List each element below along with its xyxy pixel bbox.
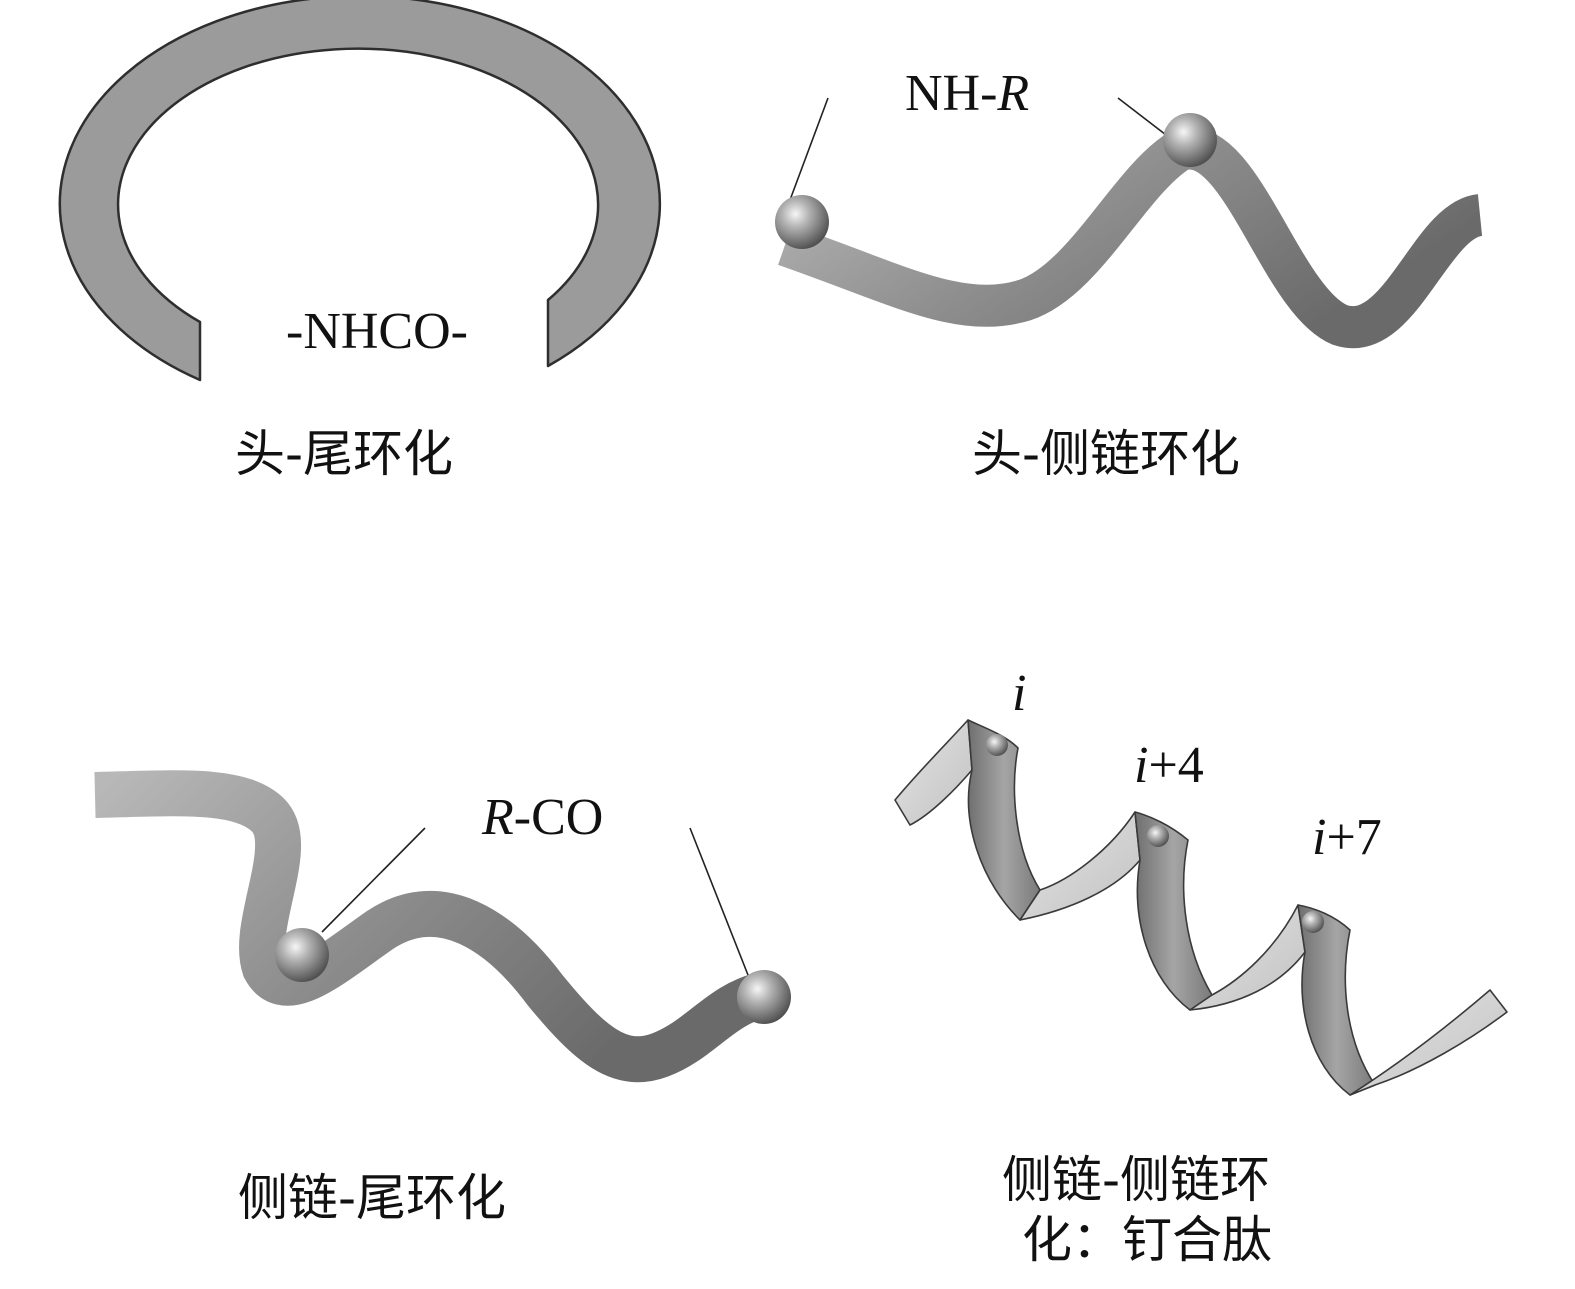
residue-ball <box>775 195 829 249</box>
label-i7-italic: i <box>1312 809 1327 866</box>
label-i7-suffix: +7 <box>1326 809 1382 866</box>
label-co-suffix: -CO <box>513 789 604 846</box>
caption-sidechain-tail: 侧链-尾环化 <box>238 1169 507 1227</box>
residue-ball-i4 <box>1147 825 1169 847</box>
residue-ball <box>275 928 329 982</box>
ring-backbone <box>58 0 662 382</box>
head-sidechain-backbone <box>775 97 1485 349</box>
bond-label-nhco: -NHCO- <box>286 303 468 360</box>
caption-sidechain-sidechain: 侧链-侧链环 化：钉合肽 <box>1002 1150 1272 1270</box>
helix-ribbon <box>894 719 1508 1096</box>
residue-ball-i7 <box>1302 911 1324 933</box>
caption-head-tail: 头-尾环化 <box>235 425 454 483</box>
residue-ball-i <box>986 734 1008 756</box>
pointer-line-right <box>1117 97 1171 139</box>
caption-head-sidechain: 头-侧链环化 <box>972 425 1241 483</box>
pointer-line-left <box>789 97 829 201</box>
label-nh-r: NH-R <box>905 68 1029 120</box>
caption-line-1: 侧链-侧链环 <box>1002 1151 1271 1209</box>
label-r-italic: R <box>997 65 1030 122</box>
label-r-co: R-CO <box>482 792 603 844</box>
pointer-line-left <box>321 827 426 933</box>
label-residue-i4: i+4 <box>1134 740 1204 792</box>
residue-ball <box>1163 113 1217 167</box>
label-i4-suffix: +4 <box>1148 737 1204 794</box>
label-residue-i: i <box>1012 665 1027 722</box>
label-i4-italic: i <box>1134 737 1149 794</box>
pointer-line-right <box>689 827 749 976</box>
label-residue-i7: i+7 <box>1312 812 1382 864</box>
residue-ball <box>737 970 791 1024</box>
sidechain-tail-backbone <box>94 770 791 1083</box>
label-r-italic: R <box>482 789 514 846</box>
caption-line-2: 化：钉合肽 <box>1022 1211 1272 1269</box>
label-nh-prefix: NH- <box>905 65 998 122</box>
